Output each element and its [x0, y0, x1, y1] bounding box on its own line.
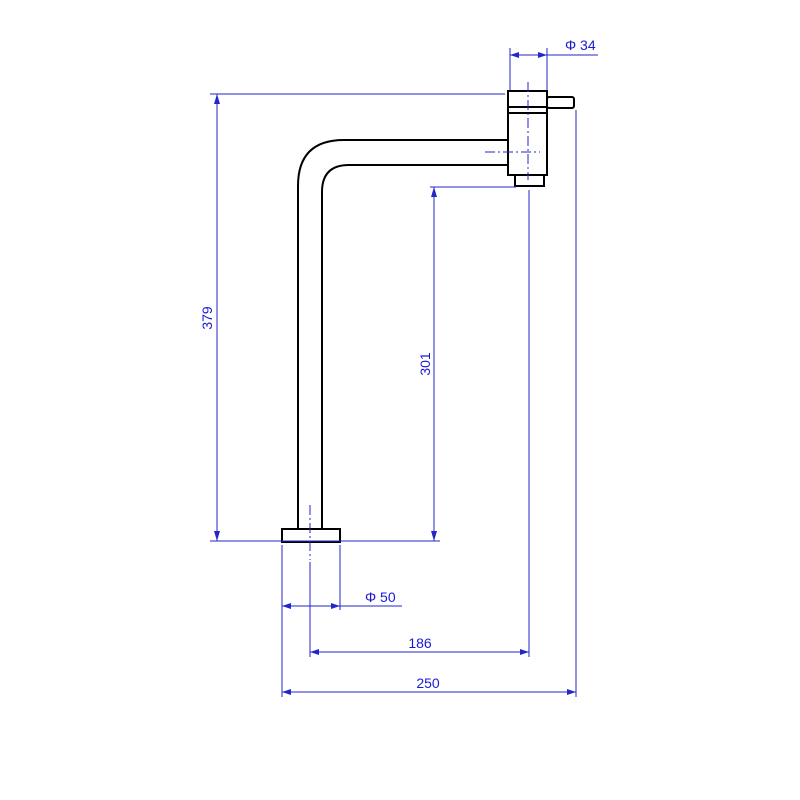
arrow-right	[331, 603, 340, 609]
dim-reach: 186	[310, 635, 529, 655]
arrow-top	[214, 94, 220, 104]
faucet-outline	[281, 90, 575, 543]
arrow-left	[510, 52, 519, 58]
spout-body	[297, 139, 508, 532]
dim-diameter-base: Φ 50	[282, 589, 402, 609]
arrow-right	[567, 689, 576, 695]
arrow-bottom	[431, 531, 437, 541]
arrow-left	[282, 689, 291, 695]
base-flange	[281, 528, 341, 543]
label-height-total: 379	[199, 306, 215, 330]
arrow-right	[520, 649, 529, 655]
aerator-outlet	[514, 174, 545, 187]
label-overall-width: 250	[416, 675, 440, 691]
arrow-left	[282, 603, 291, 609]
arrow-left	[310, 649, 319, 655]
arrow-bottom	[214, 531, 220, 541]
label-height-spout: 301	[417, 352, 433, 376]
handle-lever	[546, 96, 575, 109]
dim-overall-width: 250	[282, 675, 576, 695]
label-diameter-base: Φ 50	[365, 589, 396, 605]
label-reach: 186	[408, 635, 432, 651]
arrow-top	[431, 187, 437, 197]
dim-height-spout: 301	[417, 187, 437, 541]
dim-height-total: 379	[199, 94, 220, 541]
arrow-right	[538, 52, 547, 58]
label-diameter-top: Φ 34	[565, 37, 596, 53]
dim-diameter-top: Φ 34	[510, 37, 598, 58]
centerlines	[309, 82, 540, 560]
extension-lines	[210, 48, 577, 697]
